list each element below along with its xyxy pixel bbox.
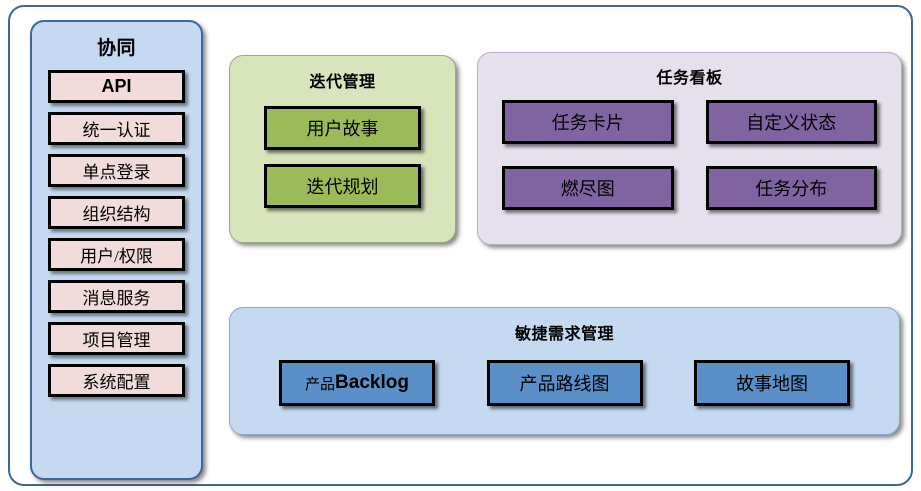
- collaboration-item-list: API 统一认证 单点登录 组织结构 用户/权限 消息服务 项目管理 系统配置: [32, 70, 201, 397]
- panel-task-board: 任务看板 任务卡片 自定义状态 燃尽图 任务分布: [477, 52, 902, 245]
- task-board-item-custom-status[interactable]: 自定义状态: [705, 100, 877, 144]
- iteration-item-list: 用户故事 迭代规划: [230, 106, 455, 208]
- collaboration-item-message-service[interactable]: 消息服务: [48, 280, 185, 313]
- diagram-outer-frame: 协同 API 统一认证 单点登录 组织结构 用户/权限 消息服务 项目管理 系统…: [8, 5, 913, 486]
- panel-iteration-management: 迭代管理 用户故事 迭代规划: [229, 55, 456, 243]
- agile-item-product-backlog-prefix: 产品: [305, 376, 336, 393]
- iteration-item-iteration-plan[interactable]: 迭代规划: [264, 164, 421, 208]
- collaboration-item-sso[interactable]: 单点登录: [48, 154, 185, 187]
- agile-item-product-backlog-bold: Backlog: [335, 372, 409, 393]
- task-board-item-burndown-chart[interactable]: 燃尽图: [502, 166, 674, 210]
- task-board-item-task-distribution[interactable]: 任务分布: [705, 166, 877, 210]
- panel-agile-requirement-management-title: 敏捷需求管理: [514, 326, 614, 343]
- panel-collaboration: 协同 API 统一认证 单点登录 组织结构 用户/权限 消息服务 项目管理 系统…: [30, 20, 203, 480]
- panel-collaboration-title: 协同: [96, 38, 136, 59]
- agile-item-product-roadmap[interactable]: 产品路线图: [486, 360, 643, 406]
- panel-task-board-title: 任务看板: [656, 70, 723, 87]
- collaboration-item-org-structure[interactable]: 组织结构: [48, 196, 185, 229]
- collaboration-item-user-permission[interactable]: 用户/权限: [48, 238, 185, 271]
- collaboration-item-unified-auth[interactable]: 统一认证: [48, 112, 185, 145]
- panel-iteration-management-title: 迭代管理: [309, 74, 376, 91]
- task-board-item-task-card[interactable]: 任务卡片: [502, 100, 674, 144]
- iteration-item-user-story[interactable]: 用户故事: [264, 106, 421, 150]
- collaboration-item-api[interactable]: API: [48, 70, 185, 103]
- collaboration-item-project-management[interactable]: 项目管理: [48, 322, 185, 355]
- task-board-item-grid: 任务卡片 自定义状态 燃尽图 任务分布: [478, 100, 901, 210]
- agile-item-story-map[interactable]: 故事地图: [694, 360, 850, 406]
- collaboration-item-system-config[interactable]: 系统配置: [48, 364, 185, 397]
